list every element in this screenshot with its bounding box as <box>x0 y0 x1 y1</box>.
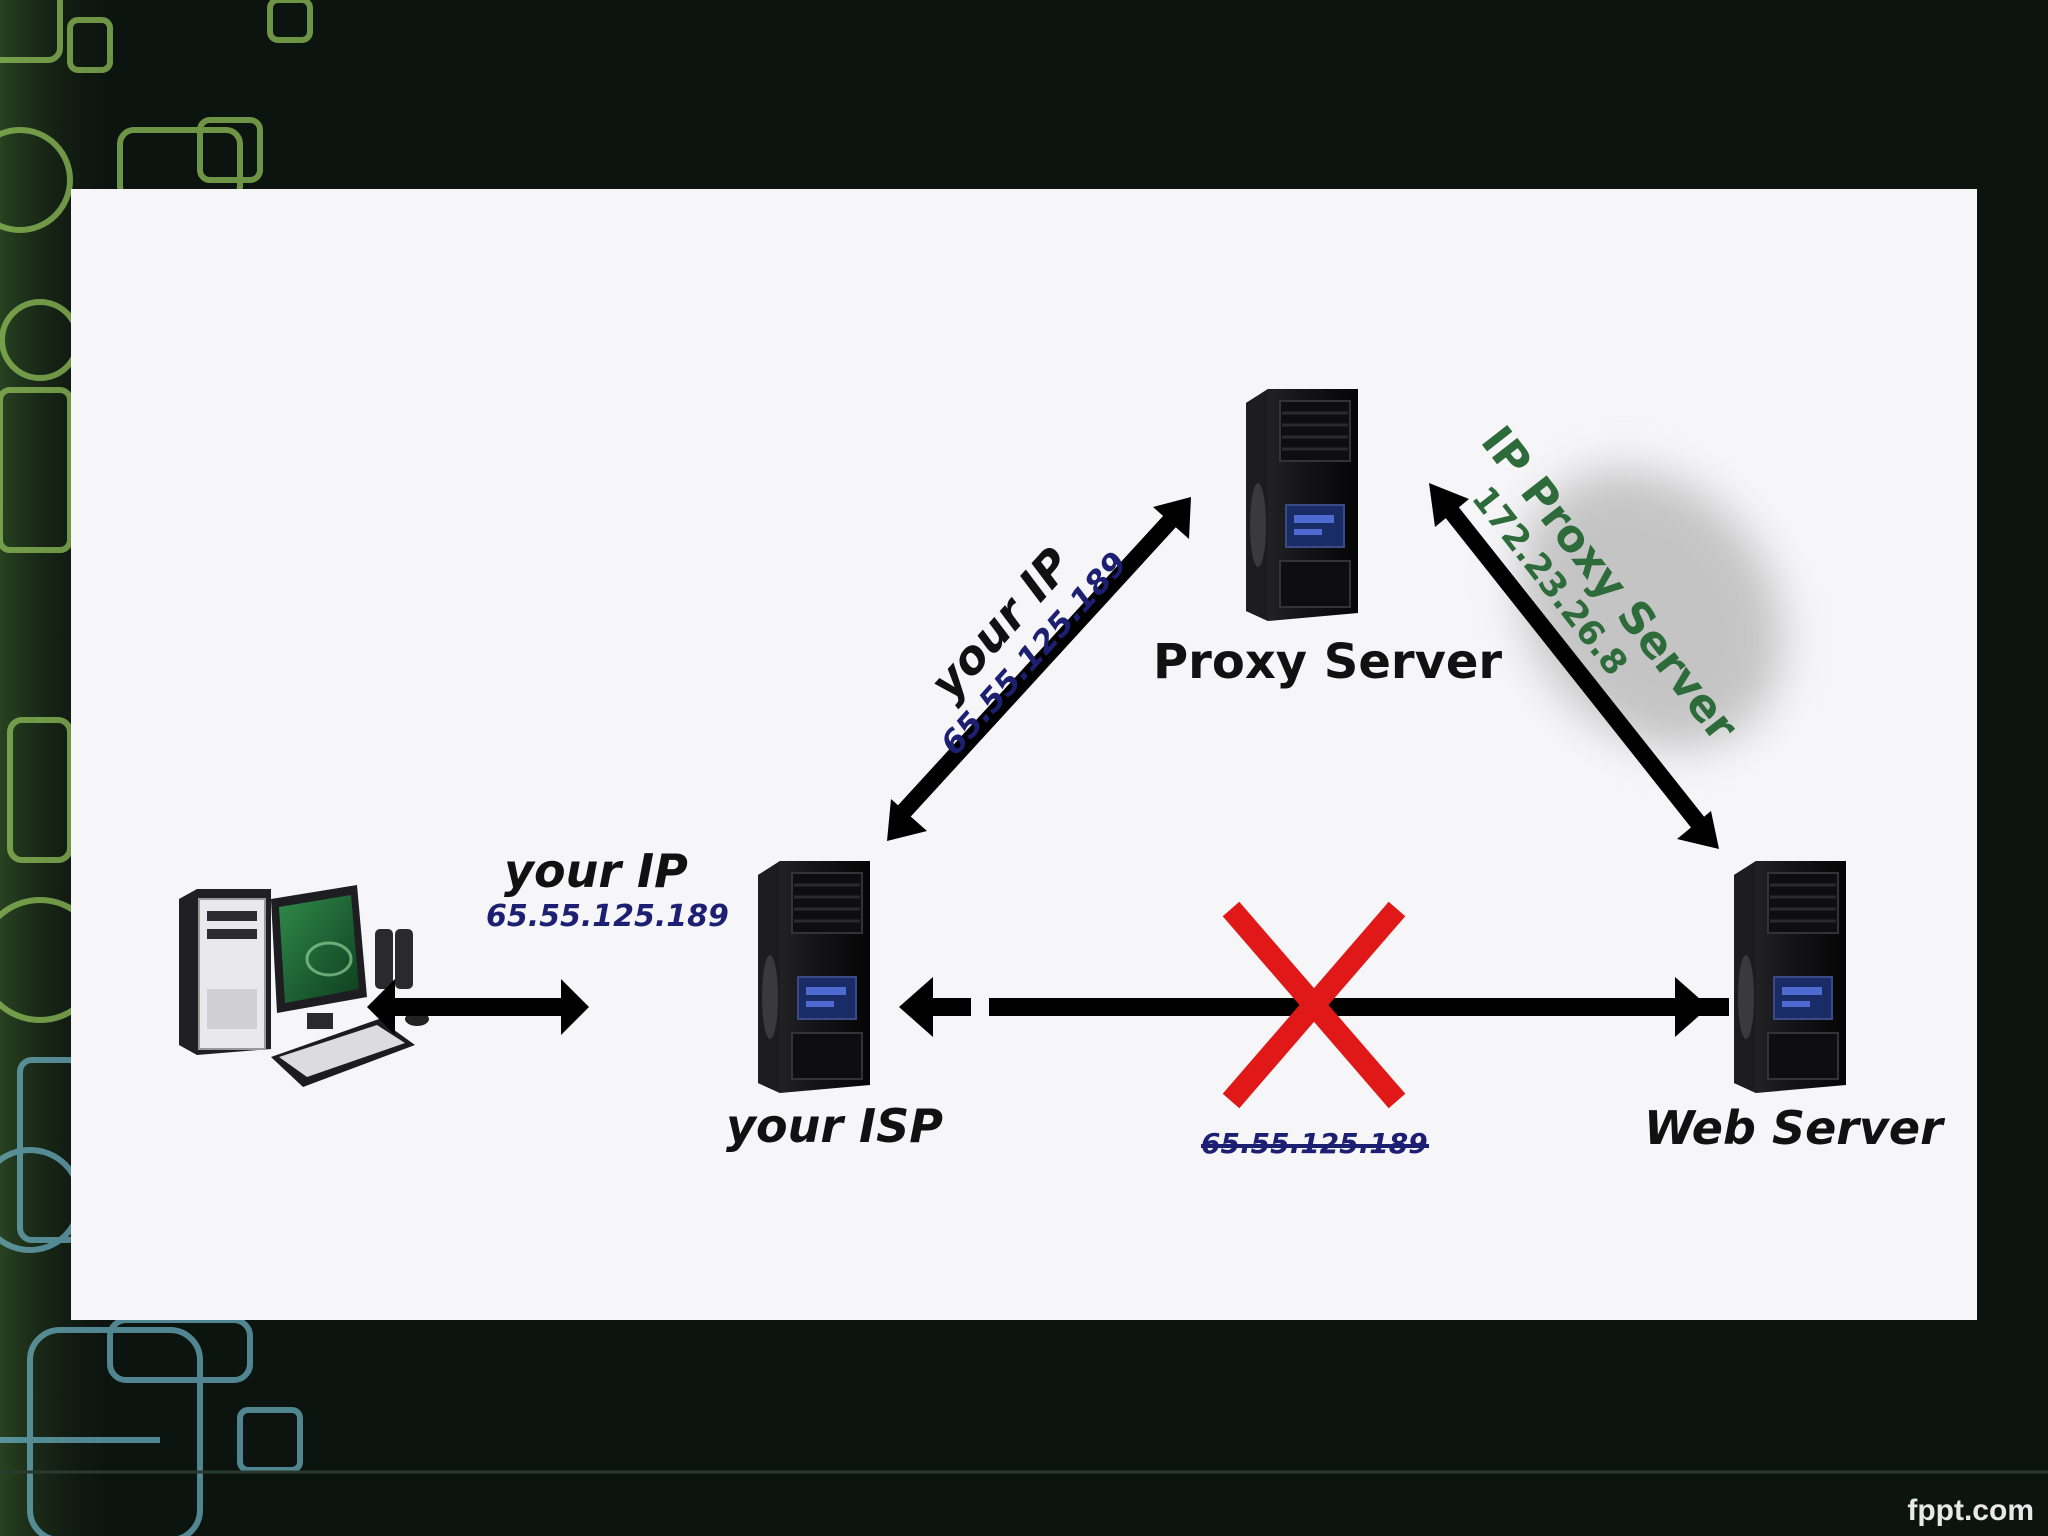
arrow-client-isp <box>367 979 589 1035</box>
proxy-server-icon <box>1244 387 1360 623</box>
network-diagram <box>179 387 1848 1148</box>
isp-server-icon <box>756 859 872 1095</box>
web-server-label: Web Server <box>1644 1101 1943 1155</box>
blocked-x-icon <box>1222 901 1406 1109</box>
web-server-icon <box>1732 859 1848 1095</box>
arrow-isp-web <box>899 977 1729 1037</box>
client-isp-link-title: your IP <box>504 844 688 898</box>
diagram-panel: your IP 65.55.125.189 your ISP Proxy Ser… <box>71 189 1977 1320</box>
arrow-proxy-web <box>1429 483 1719 849</box>
arrow-isp-proxy <box>887 497 1191 841</box>
desktop-computer-icon <box>179 885 429 1087</box>
proxy-server-label: Proxy Server <box>1153 634 1503 690</box>
blocked-ip-label: 65.55.125.189 <box>1201 1127 1428 1160</box>
footer-brand: fppt.com <box>1907 1494 2034 1527</box>
isp-label: your ISP <box>726 1099 943 1153</box>
client-isp-link-ip: 65.55.125.189 <box>486 899 729 934</box>
